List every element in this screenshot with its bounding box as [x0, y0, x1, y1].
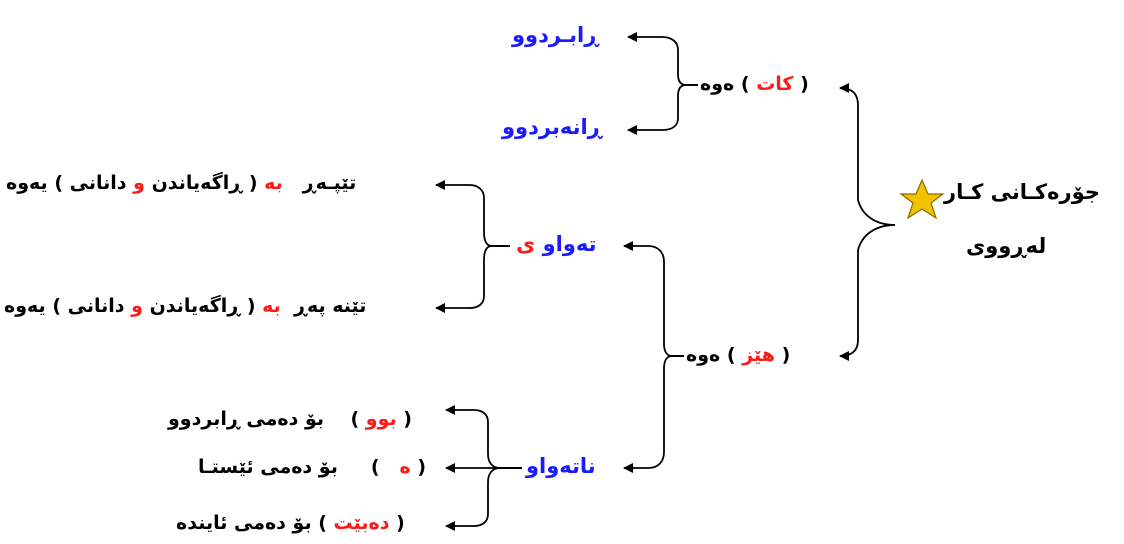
- tenaper-verb: تێنە پەڕ: [294, 295, 367, 317]
- tewaw-letter: ی: [516, 232, 536, 256]
- tepper-and: و: [133, 172, 145, 194]
- tenaper-and: و: [131, 295, 143, 317]
- root-title-line1: جۆرەکـانی کـار: [944, 180, 1100, 204]
- bw-text: بۆ دەمی ڕابردوو: [168, 408, 325, 430]
- e-marker: ە: [399, 456, 411, 478]
- tepper-b: دانانی: [69, 172, 127, 194]
- e-line: ( ە ) بۆ دەمی ئێستـا: [198, 456, 426, 478]
- star-icon: [899, 178, 945, 220]
- debet-open-paren: (: [396, 512, 405, 534]
- kat-suffix: ەوە: [700, 73, 735, 95]
- tepper-close-paren: ): [54, 172, 63, 194]
- root-title-line2: لەڕووی: [966, 234, 1046, 258]
- root-brace-lower: [839, 224, 896, 361]
- natewaw-text: ناتەواو: [526, 454, 596, 478]
- kat-brace-up: [627, 32, 698, 86]
- hez-brace-up: [623, 241, 684, 357]
- tepper-a: ڕاگەیاندن: [151, 172, 243, 194]
- root-title-line1-text: جۆرەکـانی کـار: [944, 180, 1100, 204]
- tewaw-main: تەواو: [542, 232, 597, 256]
- tepper-verb: تێپـەڕ: [302, 172, 357, 194]
- tenaper-prep: بە: [262, 295, 281, 317]
- hez-node: ( هێز ) ەوە: [686, 344, 790, 366]
- bw-close-paren: ): [350, 408, 360, 430]
- ranebrdw-text: ڕانەبردوو: [502, 115, 602, 139]
- rabrdw-label: ڕابـردوو: [512, 23, 599, 47]
- hez-brace-down: [623, 355, 684, 473]
- tewaw-brace-up: [435, 180, 510, 247]
- tepper-end: یەوە: [6, 172, 48, 194]
- hez-open-paren: (: [781, 344, 791, 366]
- bw-line: ( بوو ) بۆ دەمی ڕابردوو: [168, 408, 412, 430]
- tewaw-brace-down: [435, 245, 510, 313]
- kat-close-paren: ): [740, 73, 750, 95]
- tenaper-line: تێنە پەڕ بە ( ڕاگەیاندن و دانانی ) یەوە: [4, 295, 366, 317]
- kat-open-paren: (: [800, 73, 809, 95]
- tenaper-a: ڕاگەیاندن: [149, 295, 241, 317]
- kat-word: کات: [756, 73, 794, 95]
- tenaper-end: یەوە: [4, 295, 46, 317]
- tepper-line: تێپـەڕ بە ( ڕاگەیاندن و دانانی ) یەوە: [6, 172, 356, 194]
- tepper-open-paren: (: [248, 172, 258, 194]
- rabrdw-text: ڕابـردوو: [512, 23, 599, 47]
- kat-node: ( کات ) ەوە: [700, 73, 809, 95]
- debet-line: ( دەبێت ) بۆ دەمی ئاینده: [176, 512, 405, 534]
- debet-marker: دەبێت: [333, 512, 390, 534]
- debet-text: بۆ دەمی ئاینده: [176, 512, 312, 534]
- natewaw-node: ناتەواو: [526, 454, 596, 478]
- kat-brace-down: [627, 84, 698, 135]
- hez-suffix: ەوە: [686, 344, 721, 366]
- ranebrdw-label: ڕانەبردوو: [502, 115, 602, 139]
- e-open-paren: (: [417, 456, 426, 478]
- hez-word: هێز: [742, 344, 775, 366]
- bw-marker: بوو: [365, 408, 397, 430]
- root-title-line2-text: لەڕووی: [966, 234, 1047, 258]
- natewaw-brace-down: [445, 467, 522, 531]
- natewaw-brace-up: [445, 405, 522, 469]
- tepper-prep: بە: [264, 172, 283, 194]
- tenaper-close-paren: ): [52, 295, 61, 317]
- debet-close-paren: ): [318, 512, 327, 534]
- e-text: بۆ دەمی ئێستـا: [198, 456, 338, 478]
- root-brace: [839, 83, 896, 226]
- tewaw-node: تەواو ی: [516, 232, 597, 256]
- e-close-paren: ): [370, 456, 380, 478]
- hez-close-paren: ): [726, 344, 736, 366]
- bw-open-paren: (: [403, 408, 412, 430]
- tenaper-b: دانانی: [67, 295, 125, 317]
- tenaper-open-paren: (: [246, 295, 256, 317]
